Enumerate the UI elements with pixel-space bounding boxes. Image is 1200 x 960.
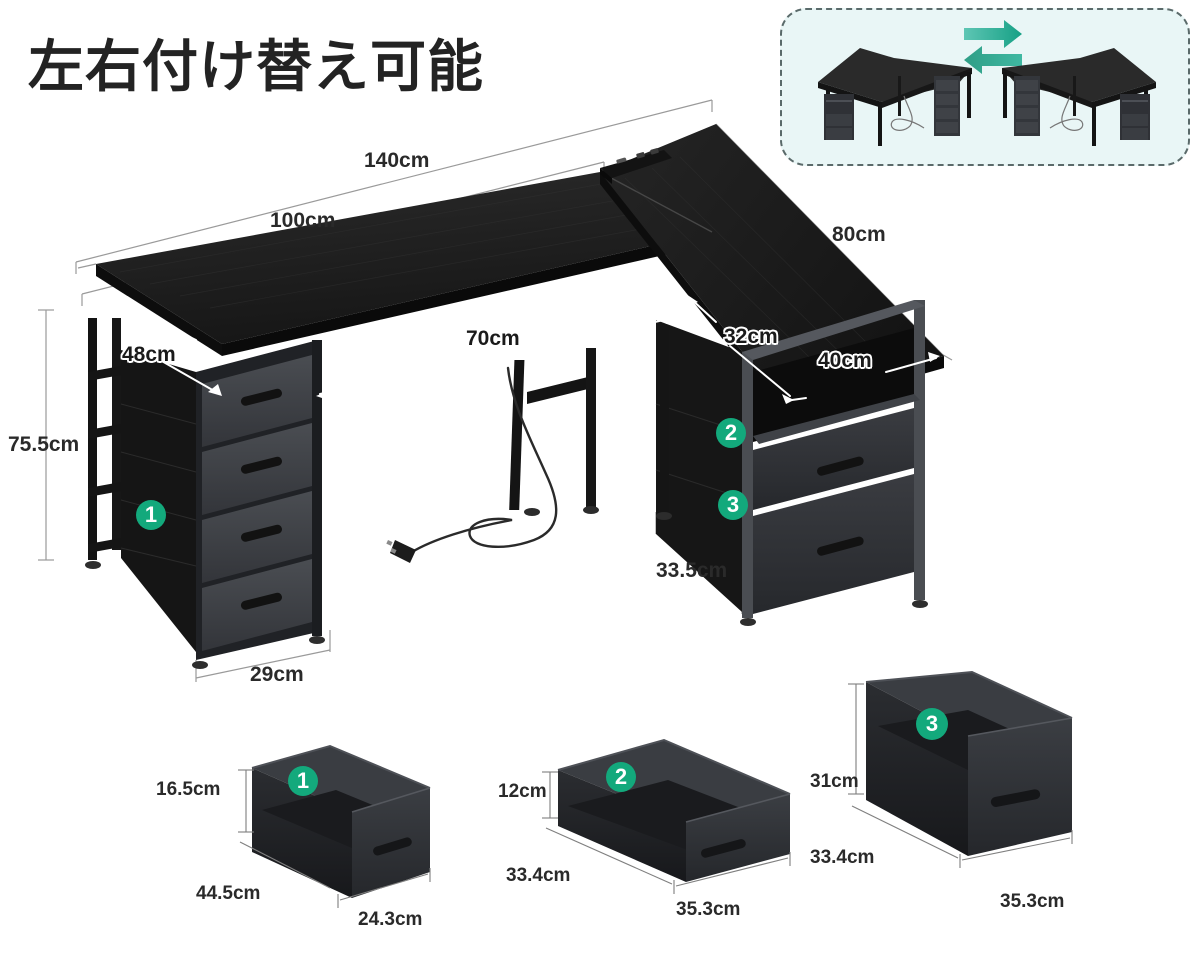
surface-arrow-caps [106, 294, 940, 404]
box-2-depth: 33.4cm [506, 865, 571, 886]
dimension-48cm: 48cm [122, 343, 176, 366]
swap-left-arrow [964, 46, 1022, 74]
badge-1-desk: 1 [136, 500, 166, 530]
badge-3-box: 3 [916, 708, 948, 740]
box-2-width: 35.3cm [676, 899, 741, 920]
dimension-32cm: 32cm [724, 325, 778, 348]
storage-boxes-illustration [238, 670, 1073, 908]
left-drawer-unit[interactable] [192, 340, 325, 669]
page-title: 左右付け替え可能 [28, 35, 484, 100]
badge-1-box: 1 [288, 766, 318, 796]
surface-dimension-arrows [111, 297, 937, 401]
dimension-75-5cm: 75.5cm [8, 433, 80, 456]
badge-2-desk: 2 [716, 418, 746, 448]
desk-left-top-surface [96, 172, 712, 356]
box-3-height: 31cm [810, 771, 859, 792]
reversible-inset-illustration [818, 20, 1156, 146]
dimension-40cm: 40cm [818, 349, 872, 372]
box-1-width: 24.3cm [358, 909, 423, 930]
center-legs [509, 348, 599, 516]
box-3-width: 35.3cm [1000, 891, 1065, 912]
l-shaped-desk-right-return [1002, 48, 1156, 146]
storage-box-2 [542, 738, 791, 894]
dimension-140cm: 140cm [364, 149, 430, 172]
box-3-depth: 33.4cm [810, 847, 875, 868]
swap-right-arrow [964, 20, 1022, 48]
storage-box-1 [238, 744, 431, 908]
box-1-height: 16.5cm [156, 779, 221, 800]
right-cabinet[interactable] [655, 300, 928, 626]
dimension-29cm: 29cm [250, 663, 304, 686]
badge-3-desk: 3 [718, 490, 748, 520]
badge-2-box: 2 [606, 762, 636, 792]
power-cord [410, 366, 558, 554]
box-2-height: 12cm [498, 781, 547, 802]
power-strip [600, 148, 672, 184]
storage-box-3 [848, 670, 1073, 868]
power-plug [386, 540, 416, 563]
dimension-33-5cm: 33.5cm [656, 559, 728, 582]
dimension-100cm: 100cm [270, 209, 336, 232]
box-1-depth: 44.5cm [196, 883, 261, 904]
dimension-80cm: 80cm [832, 223, 886, 246]
left-ladder-frame [85, 318, 197, 652]
reversible-configuration-inset [780, 8, 1190, 166]
l-shaped-desk-left-return [818, 48, 972, 146]
dimension-70cm: 70cm [466, 327, 520, 350]
